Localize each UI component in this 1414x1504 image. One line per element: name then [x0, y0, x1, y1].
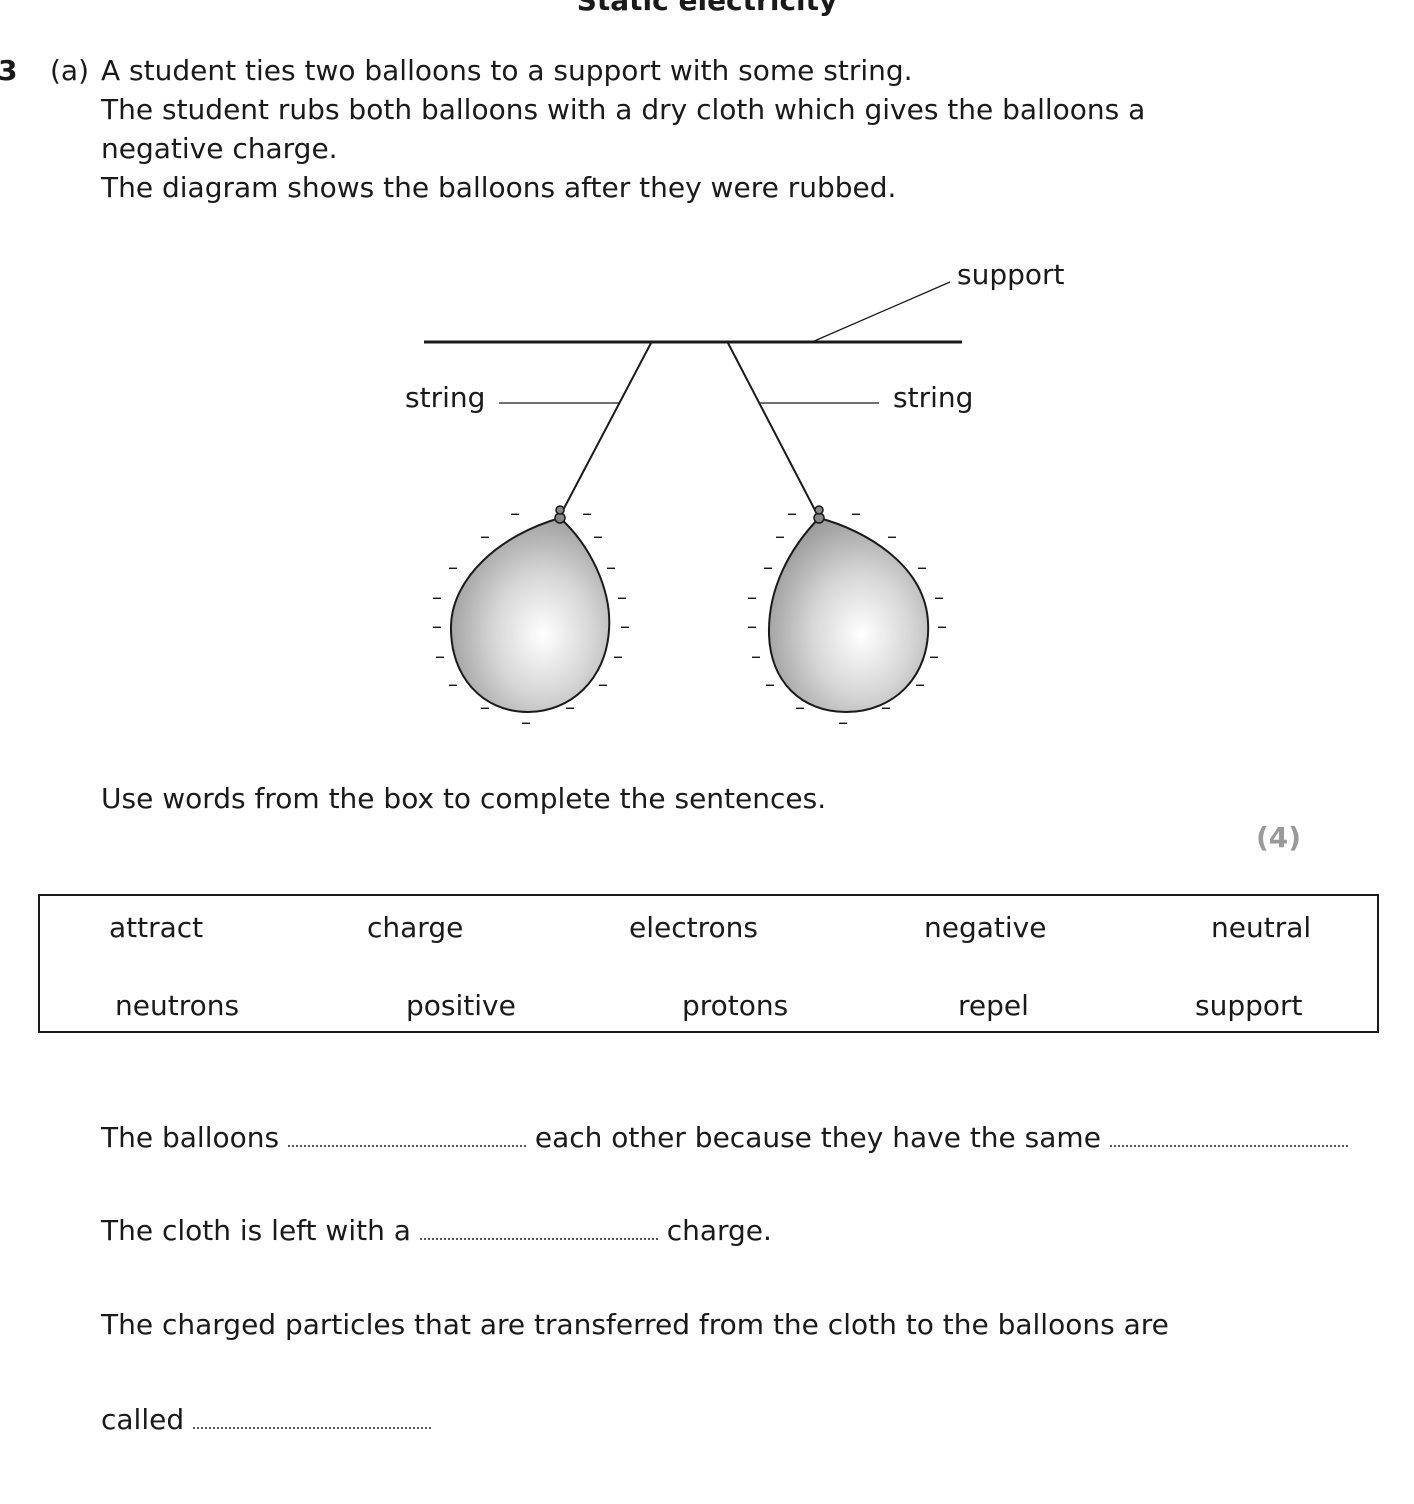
negative-charge-mark: – [613, 644, 623, 668]
left-string [560, 342, 652, 515]
sentence-3-line-1: The charged particles that are transferr… [101, 1308, 1169, 1341]
negative-charge-mark: – [593, 524, 603, 548]
question-part-label: (a) [50, 54, 90, 87]
negative-charge-mark: – [929, 644, 939, 668]
negative-charge-mark: – [480, 524, 490, 548]
intro-line: The student rubs both balloons with a dr… [101, 93, 1146, 126]
word-option: neutral [1211, 911, 1312, 944]
right-balloon [767, 505, 930, 714]
negative-charge-mark: – [795, 695, 805, 719]
negative-charge-mark: – [915, 672, 925, 696]
negative-charge-mark: – [917, 555, 927, 579]
left-string-label: string [405, 381, 485, 414]
negative-charge-mark: – [582, 501, 592, 525]
negative-charge-mark: – [747, 585, 757, 609]
negative-charge-mark: – [747, 614, 757, 638]
negative-charge-mark: – [448, 672, 458, 696]
intro-line: negative charge. [101, 132, 338, 165]
negative-charge-mark: – [432, 585, 442, 609]
balloons-diagram: support string string ––––––––––––––––––… [405, 258, 1065, 734]
marks-label: (4) [1256, 821, 1302, 854]
left-balloon [449, 505, 611, 714]
support-leader-line [811, 281, 951, 343]
section-heading: Static electricity [576, 0, 838, 17]
answer-blank[interactable] [1109, 1119, 1348, 1147]
sentence-text: each other because they have the same [534, 1121, 1101, 1154]
negative-charge-mark: – [775, 524, 785, 548]
answer-blank[interactable] [419, 1212, 658, 1240]
negative-charge-mark: – [937, 614, 947, 638]
word-option: charge [367, 911, 464, 944]
word-option: negative [924, 911, 1047, 944]
sentence-text: The balloons [101, 1121, 280, 1154]
question-intro: A student ties two balloons to a support… [101, 51, 1145, 207]
negative-charge-mark: – [751, 644, 761, 668]
negative-charge-mark: – [838, 710, 848, 734]
word-option: electrons [629, 911, 758, 944]
intro-line: A student ties two balloons to a support… [101, 54, 913, 87]
negative-charge-mark: – [598, 672, 608, 696]
question-number: 3 [0, 54, 18, 87]
negative-charge-mark: – [851, 501, 861, 525]
negative-charge-mark: – [765, 672, 775, 696]
negative-charge-mark: – [887, 524, 897, 548]
negative-charge-mark: – [620, 614, 630, 638]
negative-charge-mark: – [435, 644, 445, 668]
intro-line: The diagram shows the balloons after the… [101, 171, 897, 204]
word-option: positive [406, 989, 516, 1022]
negative-charge-mark: – [881, 695, 891, 719]
negative-charge-mark: – [448, 555, 458, 579]
negative-charge-mark: – [565, 695, 575, 719]
negative-charge-mark: – [480, 695, 490, 719]
sentence-2: The cloth is left with a charge. [101, 1211, 772, 1250]
negative-charge-mark: – [510, 501, 520, 525]
answer-blank[interactable] [287, 1119, 526, 1147]
support-label: support [957, 258, 1065, 291]
negative-charge-mark: – [763, 555, 773, 579]
sentence-3-line-2: called [101, 1400, 432, 1439]
sentence-text: called [101, 1403, 185, 1436]
word-option: repel [958, 989, 1029, 1022]
negative-charge-mark: – [617, 585, 627, 609]
sentence-text: The cloth is left with a [101, 1214, 411, 1247]
word-option: support [1195, 989, 1303, 1022]
word-box: attract charge electrons negative neutra… [38, 894, 1379, 1033]
word-option: protons [682, 989, 789, 1022]
answer-blank[interactable] [193, 1401, 432, 1429]
right-string [727, 342, 818, 515]
negative-charge-mark: – [606, 555, 616, 579]
word-option: neutrons [115, 989, 240, 1022]
word-option: attract [109, 911, 204, 944]
negative-charge-marks: –––––––––––––––––––––––––––––––––– [432, 501, 947, 734]
negative-charge-mark: – [521, 710, 531, 734]
instruction-text: Use words from the box to complete the s… [101, 782, 827, 815]
negative-charge-mark: – [432, 614, 442, 638]
sentence-1: The balloons each other because they hav… [101, 1118, 1348, 1157]
negative-charge-mark: – [934, 585, 944, 609]
negative-charge-mark: – [787, 501, 797, 525]
sentence-text: charge. [666, 1214, 772, 1247]
right-string-label: string [893, 381, 973, 414]
